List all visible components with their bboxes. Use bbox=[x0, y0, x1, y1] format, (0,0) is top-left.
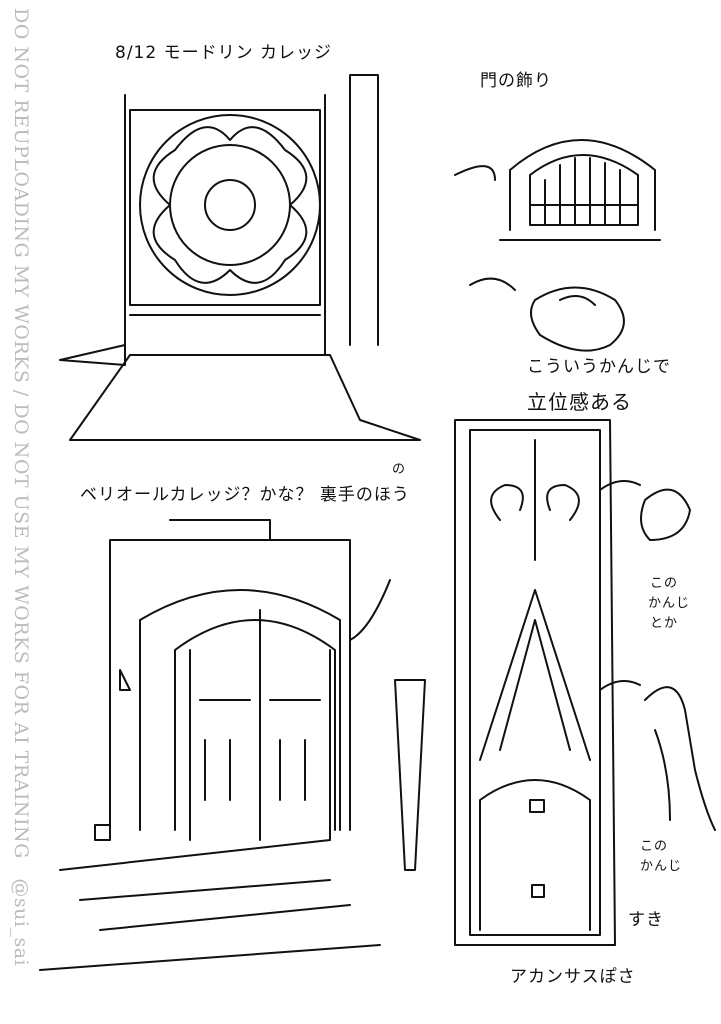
title-note: 8/12 モードリン カレッジ bbox=[115, 43, 332, 63]
balliol-insert-note: の bbox=[392, 462, 407, 477]
this-feel-note-2: かんじ bbox=[648, 596, 691, 611]
this-feel-note-3: とか bbox=[650, 616, 679, 631]
gate-decoration-note: 門の飾り bbox=[480, 71, 552, 91]
acanthus-pinnacle-sketch bbox=[454, 419, 716, 946]
gate-arch-sketch bbox=[454, 139, 661, 352]
like-this-note: こういうかんじで bbox=[527, 357, 671, 377]
tudor-rose-sketch bbox=[59, 74, 421, 441]
like-note-1: この bbox=[640, 839, 669, 854]
this-feel-note-1: この bbox=[650, 576, 679, 591]
like-note-2: かんじ bbox=[640, 859, 683, 874]
balliol-note: ベリオールカレッジ？かな？ 裏手のほう bbox=[80, 485, 410, 505]
like-note-3: すき bbox=[628, 910, 664, 930]
acanthus-note: アカンサスぽさ bbox=[510, 967, 636, 987]
three-d-note: 立位感ある bbox=[527, 390, 632, 414]
balliol-gate-sketch bbox=[39, 519, 426, 971]
